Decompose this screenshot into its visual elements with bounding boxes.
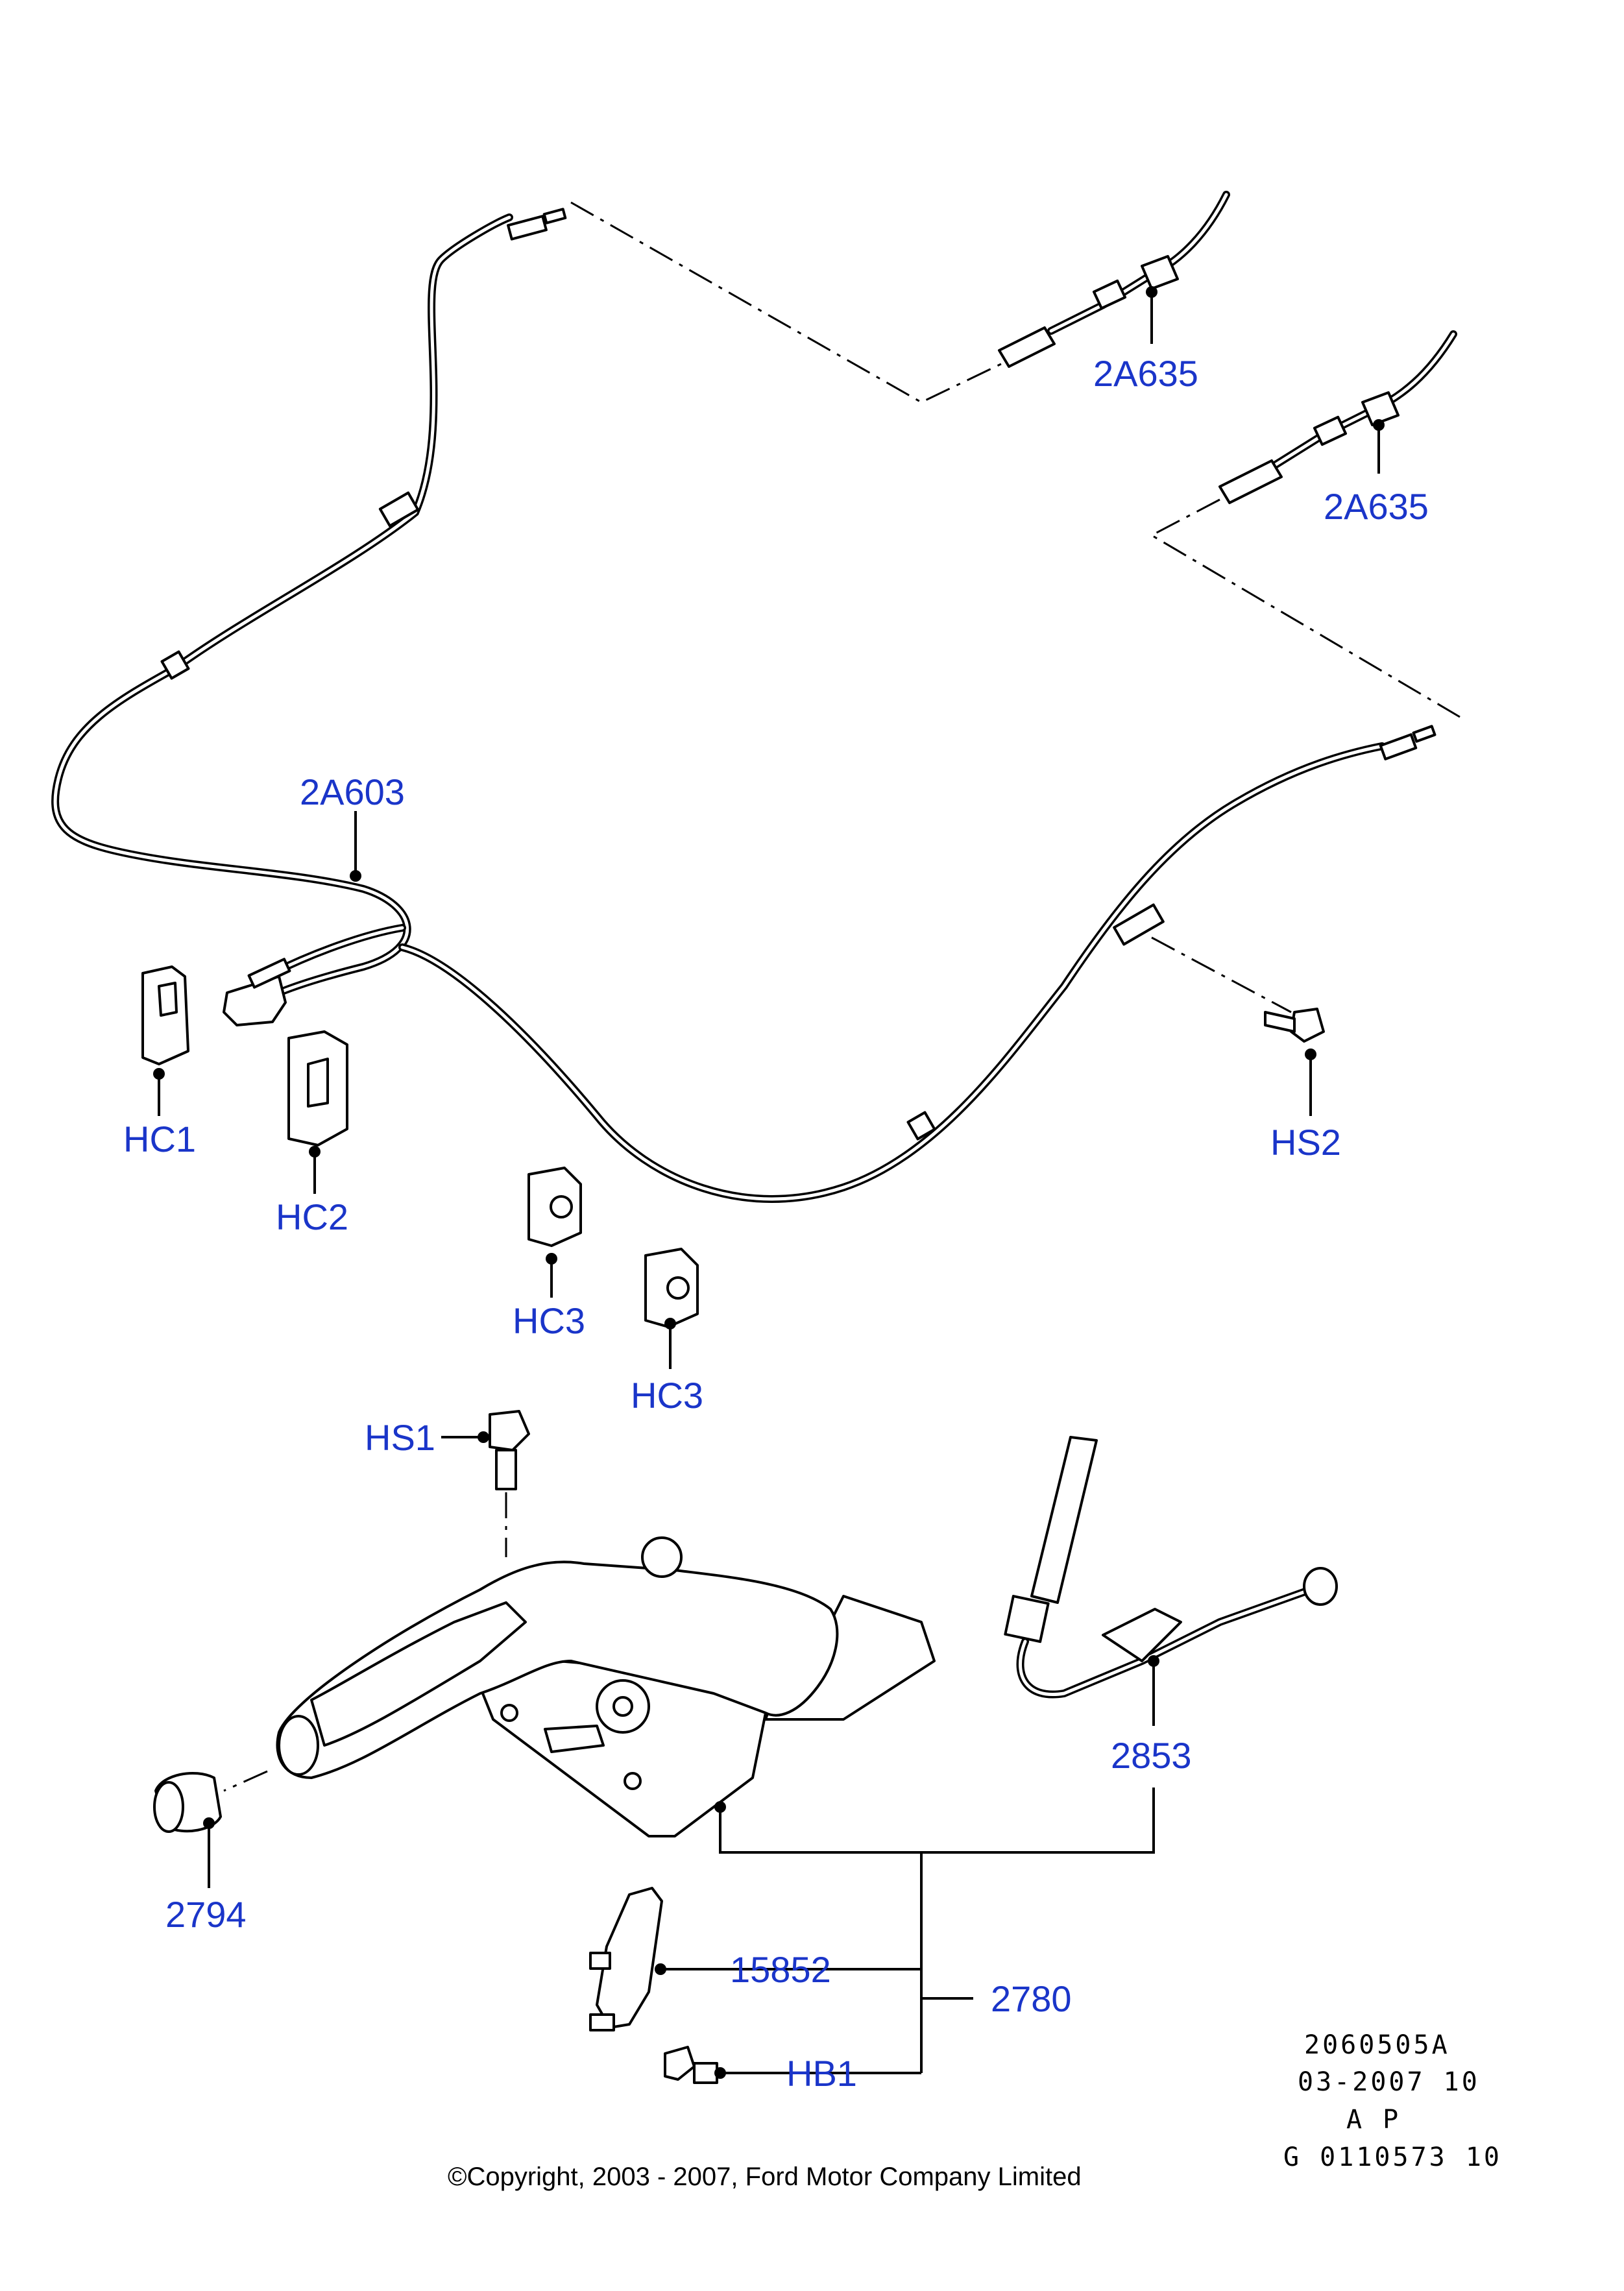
reference-block: 2060505A 03-2007 10 A P G 0110573 10 <box>1283 2030 1502 2172</box>
grip-cap-shape <box>153 1772 222 1833</box>
front-cable-2a603 <box>51 208 1436 1203</box>
clip-hc1-shape <box>141 965 189 1065</box>
switch-shape <box>589 1887 663 2031</box>
callout-15852: 15852 <box>730 1949 831 1990</box>
callout-2a635-lower: 2A635 <box>1324 486 1429 527</box>
callout-hs2: HS2 <box>1270 1122 1341 1163</box>
phantom-lines <box>223 201 1460 1804</box>
rear-cable-2a635-lower <box>1218 330 1457 504</box>
callout-2a603: 2A603 <box>300 771 405 812</box>
callout-hc3-a: HC3 <box>513 1300 585 1341</box>
handbrake-lever-assembly <box>276 1536 936 1837</box>
screw-hs1-shape <box>489 1410 530 1490</box>
callout-labels: 2A635 2A635 2A603 HC1 HC2 HC3 HC3 HS2 HS… <box>123 353 1429 2094</box>
reference-line-4: G 0110573 10 <box>1283 2142 1502 2172</box>
callout-2780: 2780 <box>991 1978 1072 2019</box>
callout-hc2: HC2 <box>276 1196 348 1237</box>
callout-2853: 2853 <box>1111 1735 1192 1776</box>
copyright-notice: ©Copyright, 2003 - 2007, Ford Motor Comp… <box>448 2163 1082 2191</box>
leader-lines <box>153 286 1385 2079</box>
screw-hs2-shape <box>1264 1008 1325 1043</box>
rear-cable-2a635-upper <box>998 191 1230 368</box>
clip-hc3-b-shape <box>644 1248 699 1328</box>
reference-line-3: A P <box>1346 2105 1401 2135</box>
callout-hc3-b: HC3 <box>631 1375 703 1416</box>
callout-hs1: HS1 <box>365 1417 435 1458</box>
reference-line-1: 2060505A <box>1304 2030 1450 2060</box>
callout-hc1: HC1 <box>123 1119 196 1159</box>
reference-line-2: 03-2007 10 <box>1298 2067 1480 2097</box>
clip-hc3-a-shape <box>527 1167 582 1247</box>
callout-2794: 2794 <box>165 1894 247 1935</box>
bolt-shape <box>664 2046 718 2084</box>
callout-hb1: HB1 <box>786 2053 857 2094</box>
callout-2a635-upper: 2A635 <box>1093 353 1198 394</box>
adjuster-rod-shape <box>1004 1436 1338 1699</box>
clip-hc2-shape <box>287 1030 348 1146</box>
